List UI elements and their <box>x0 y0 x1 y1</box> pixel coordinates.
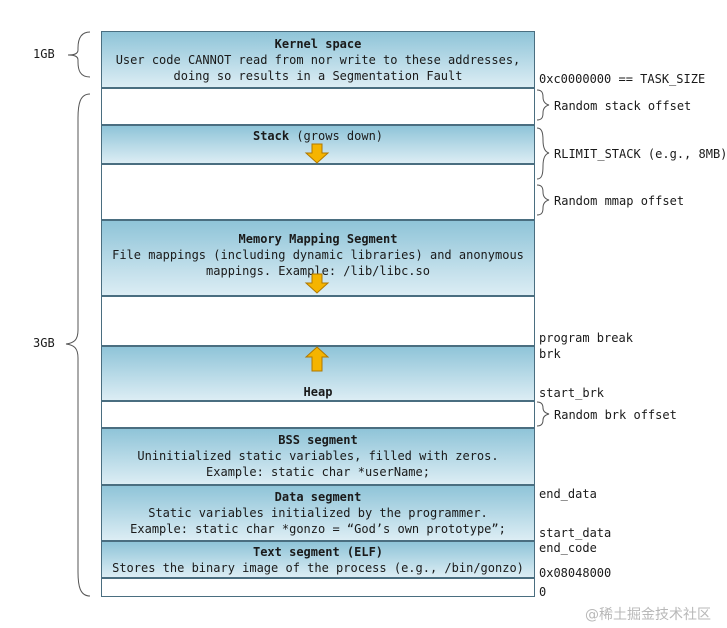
kernel-space-line2: doing so results in a Segmentation Fault <box>173 69 463 83</box>
random-brk-offset-label: Random brk offset <box>554 408 677 422</box>
random-mmap-gap <box>101 164 535 220</box>
watermark: @稀土掘金技术社区 <box>585 607 711 623</box>
bss-title: BSS segment <box>278 433 358 447</box>
mmap-line2: mappings. Example: /lib/libc.so <box>206 264 430 278</box>
text-title: Text segment (ELF) <box>252 545 384 559</box>
kernel-space-title: Kernel space <box>274 37 362 51</box>
random-stack-offset-label: Random stack offset <box>554 99 692 113</box>
memory-mapping-segment: Memory Mapping Segment File mappings (in… <box>101 220 535 296</box>
rlimit-brace-icon <box>536 127 550 180</box>
user-brace-icon <box>65 93 91 597</box>
zero-address-label: 0 <box>539 585 547 599</box>
data-segment: Data segment Static variables initialize… <box>101 485 535 541</box>
text-segment: Text segment (ELF) Stores the binary ima… <box>101 541 535 578</box>
random-stack-brace-icon <box>536 89 550 121</box>
kernel-space-segment: Kernel space User code CANNOT read from … <box>101 31 535 88</box>
kernel-size-label: 1GB <box>33 47 55 61</box>
start-brk-label: start_brk <box>539 386 605 400</box>
brk-label: brk <box>539 347 561 361</box>
heap-title: Heap <box>303 385 333 399</box>
random-stack-gap <box>101 88 535 125</box>
end-code-label: end_code <box>539 541 597 555</box>
bss-line1: Uninitialized static variables, filled w… <box>137 449 499 463</box>
stack-title: Stack <box>252 129 290 143</box>
bss-line2: Example: static char *userName; <box>206 465 430 479</box>
stack-suffix: (grows down) <box>289 129 384 143</box>
null-page-gap <box>101 578 535 597</box>
data-line1: Static variables initialized by the prog… <box>148 506 488 520</box>
heap-segment: Heap <box>101 346 535 401</box>
random-brk-brace-icon <box>536 401 550 427</box>
end-data-label: end_data <box>539 487 597 501</box>
bss-segment: BSS segment Uninitialized static variabl… <box>101 428 535 485</box>
data-title: Data segment <box>274 490 362 504</box>
kernel-space-line1: User code CANNOT read from nor write to … <box>115 53 521 67</box>
program-break-label: program break <box>539 331 633 345</box>
random-mmap-brace-icon <box>536 184 550 216</box>
stack-segment: Stack (grows down) <box>101 125 535 164</box>
mmap-title: Memory Mapping Segment <box>238 232 398 246</box>
text-line1: Stores the binary image of the process (… <box>112 561 524 575</box>
text-start-address-label: 0x08048000 <box>539 566 612 580</box>
task-size-label: 0xc0000000 == TASK_SIZE <box>539 72 706 86</box>
user-size-label: 3GB <box>33 336 55 350</box>
random-mmap-offset-label: Random mmap offset <box>554 194 685 208</box>
rlimit-stack-label: RLIMIT_STACK (e.g., 8MB) <box>554 147 727 161</box>
data-line2: Example: static char *gonzo = “God’s own… <box>130 522 506 536</box>
mmap-line1: File mappings (including dynamic librari… <box>112 248 524 262</box>
start-data-label: start_data <box>539 526 612 540</box>
kernel-brace-icon <box>67 31 91 78</box>
random-brk-gap <box>101 401 535 428</box>
unallocated-gap <box>101 296 535 346</box>
